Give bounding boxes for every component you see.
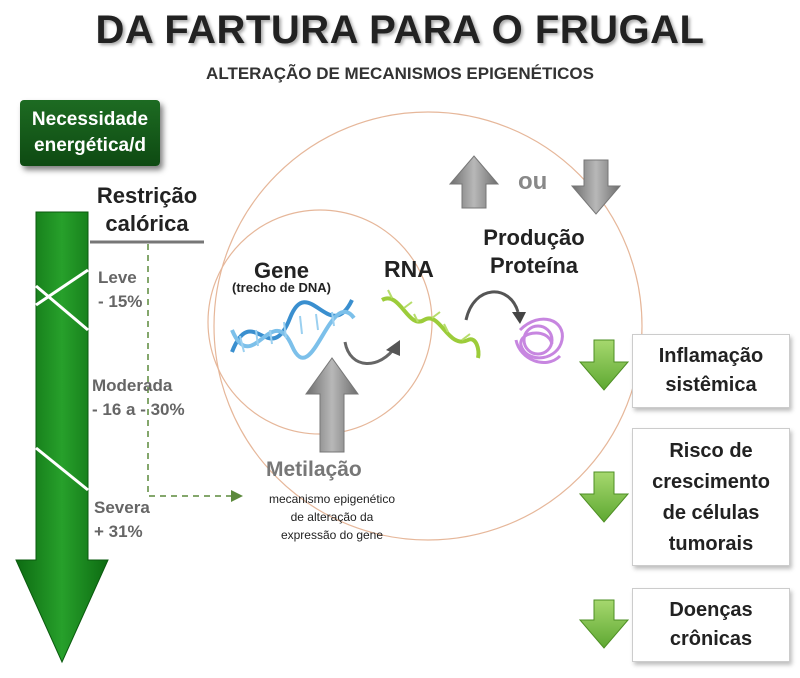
energy-need-line: Necessidade: [31, 109, 149, 130]
page-subtitle: ALTERAÇÃO DE MECANISMOS EPIGENÉTICOS: [206, 64, 594, 83]
restriction-line: calórica: [105, 211, 189, 236]
level-severe: Severa + 31%: [94, 496, 150, 544]
level-moderate: Moderada - 16 a - 30%: [92, 374, 185, 422]
page-title: DA FARTURA PARA O FRUGAL: [95, 8, 705, 52]
up-arrow-icon: [448, 155, 500, 209]
outcome-line: Doenças: [669, 599, 753, 621]
methylation-label: Metilação: [266, 458, 362, 481]
methylation-description: mecanismo epigenético de alteração da ex…: [246, 490, 418, 544]
curved-arrow-icon: [343, 340, 400, 365]
outer-circle: [213, 111, 643, 541]
energy-need-line: energética/d: [34, 135, 146, 156]
arrow-divider: [35, 268, 89, 307]
level-light: Leve - 15%: [98, 266, 142, 314]
level-name: Leve: [98, 268, 137, 287]
methylation-desc-line: de alteração da: [290, 510, 374, 524]
down-arrow-icon: [578, 339, 630, 391]
level-name: Moderada: [92, 376, 173, 395]
outcome-line: crescimento: [652, 471, 770, 493]
outcome-line: Risco de: [669, 440, 753, 462]
caloric-restriction-label: Restrição calórica: [88, 182, 206, 238]
or-text: ou: [518, 168, 548, 195]
rna-label: RNA: [384, 256, 434, 282]
arrow-divider: [35, 284, 89, 332]
restriction-line: Restrição: [96, 183, 198, 208]
outcome-line: sistêmica: [665, 374, 757, 396]
down-arrow-icon: [578, 599, 630, 649]
methylation-arrow-icon: [305, 357, 359, 453]
curved-arrow-icon: [464, 290, 526, 324]
protein-line: Proteína: [489, 253, 579, 278]
level-value: - 15%: [98, 292, 143, 311]
level-value: + 31%: [94, 522, 143, 541]
gene-sublabel: (trecho de DNA): [232, 280, 331, 295]
down-arrow-icon: [578, 471, 630, 523]
rna-strand-icon: [381, 289, 481, 359]
protein-icon: [514, 317, 564, 365]
energy-need-box: Necessidade energética/d: [20, 100, 160, 166]
level-value: - 16 a - 30%: [92, 400, 185, 419]
outcome-line: crônicas: [669, 628, 753, 650]
protein-production-label: Produção Proteína: [470, 224, 598, 280]
dna-helix-icon: [230, 299, 356, 360]
down-arrow-icon: [570, 159, 622, 215]
outcome-line: Inflamação: [658, 345, 764, 367]
level-name: Severa: [94, 498, 150, 517]
energy-down-arrow: [15, 211, 109, 664]
outcome-box-chronic-diseases: Doenças crônicas: [632, 588, 790, 662]
arrow-divider: [35, 446, 89, 492]
methylation-desc-line: expressão do gene: [280, 528, 384, 542]
dashed-connector: [147, 244, 243, 502]
outcome-line: tumorais: [668, 533, 754, 555]
methylation-desc-line: mecanismo epigenético: [268, 492, 396, 506]
protein-line: Produção: [483, 225, 585, 250]
gene-label: Gene: [254, 258, 310, 283]
outcome-box-inflammation: Inflamação sistêmica: [632, 334, 790, 408]
outcome-line: de células: [662, 502, 760, 524]
outcome-box-tumor-risk: Risco de crescimento de células tumorais: [632, 428, 790, 566]
